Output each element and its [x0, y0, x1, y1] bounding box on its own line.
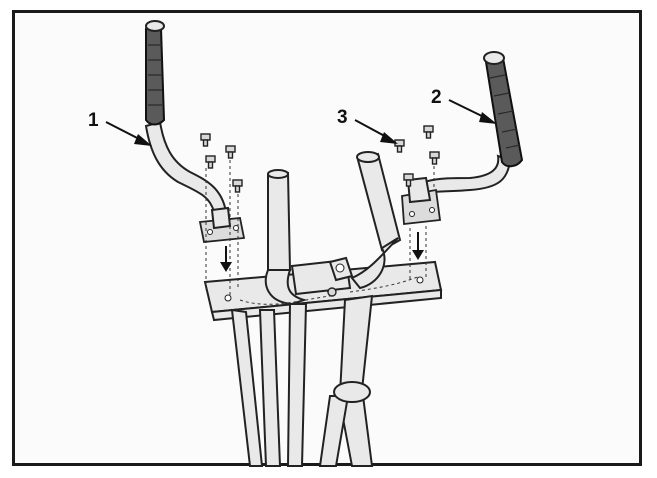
right-handlebar	[401, 51, 524, 225]
left-inner-post	[264, 169, 308, 306]
center-bracket	[290, 256, 354, 297]
right-bolts	[394, 125, 440, 187]
right-assembly-guides	[409, 166, 435, 282]
sensor-cables	[239, 275, 421, 305]
callout-1: 1	[88, 110, 152, 146]
callout-2-number: 2	[431, 87, 442, 108]
callout-3: 3	[337, 107, 398, 144]
callout-1-number: 1	[88, 110, 99, 131]
main-frame-legs	[230, 294, 374, 467]
callout-2: 2	[431, 87, 497, 124]
diagram-frame	[12, 10, 642, 466]
left-handlebar	[144, 20, 246, 243]
left-assembly-guides	[205, 160, 239, 296]
right-inner-post	[350, 151, 402, 290]
callout-3-number: 3	[337, 107, 348, 128]
left-bolts	[200, 133, 243, 193]
